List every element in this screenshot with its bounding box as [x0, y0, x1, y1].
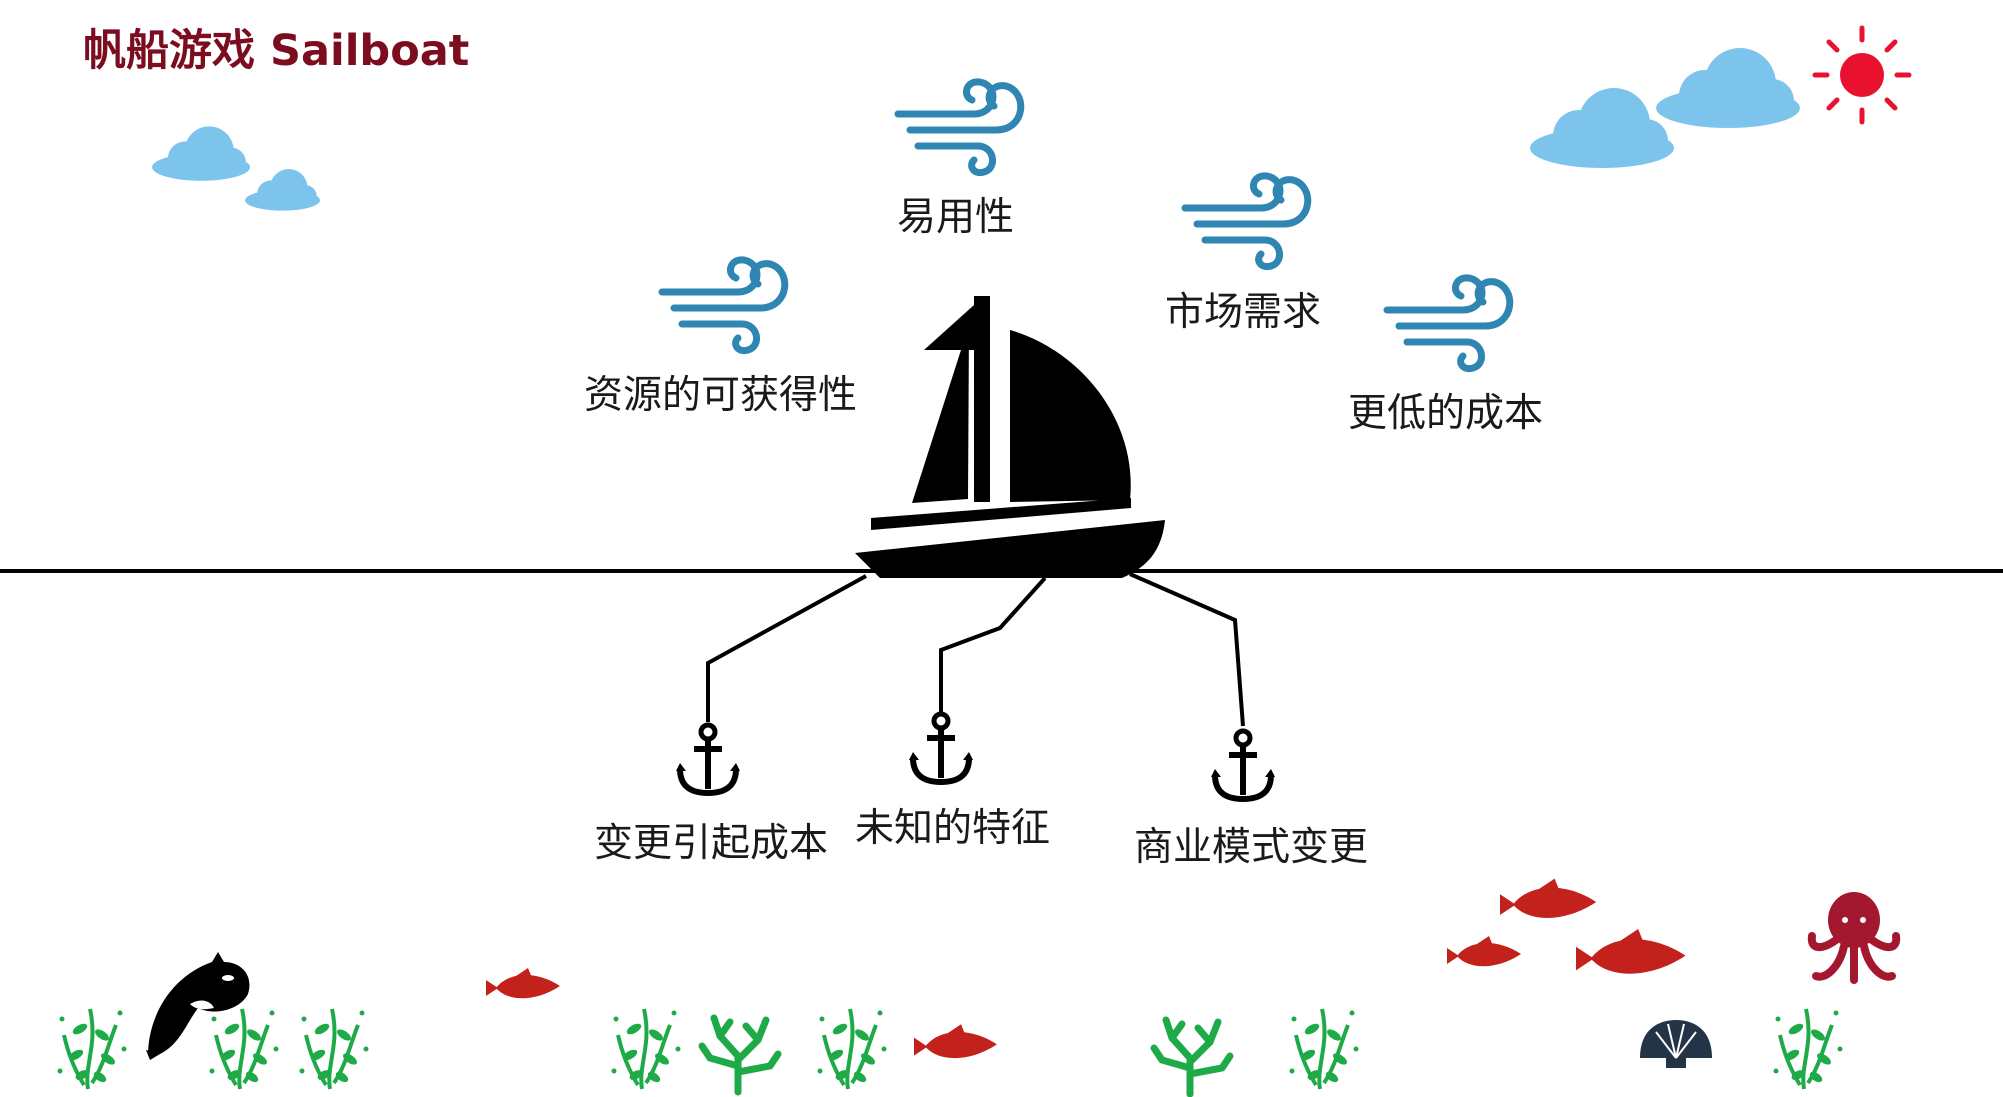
cloud-icon	[1656, 48, 1800, 128]
seaweed-icon	[207, 1007, 281, 1091]
fish-icon	[1500, 878, 1597, 918]
wind-label-market-demand: 市场需求	[1165, 290, 1322, 335]
anchor-rope	[939, 576, 1047, 713]
coral-icon	[1154, 1020, 1230, 1094]
anchor-label-business-model-change: 商业模式变更	[1134, 825, 1369, 870]
orca-icon	[146, 952, 250, 1060]
wind-icon	[662, 260, 785, 351]
wind-icon	[1387, 278, 1510, 369]
seaweed-icon	[609, 1007, 683, 1091]
jib-sail	[912, 325, 969, 503]
anchor-icon	[1211, 731, 1275, 799]
anchor-ropes	[706, 572, 1245, 727]
fish-icon	[486, 968, 560, 999]
wind-label-lower-cost: 更低的成本	[1348, 391, 1544, 436]
wind-icon	[1185, 176, 1308, 267]
wind-label-resource-availability: 资源的可获得性	[584, 373, 858, 418]
anchor-rope	[1129, 572, 1245, 727]
fish-icon	[1576, 928, 1686, 974]
wind-label-usability: 易用性	[897, 195, 1015, 240]
boat-deck	[871, 498, 1131, 530]
octopus-icon	[1807, 892, 1901, 984]
boat-flag	[924, 305, 974, 350]
coral-icon	[702, 1018, 778, 1092]
wind-icon	[898, 82, 1021, 173]
anchor-icon	[909, 714, 973, 782]
sun-icon	[1812, 25, 1912, 125]
cloud-icon	[245, 169, 320, 211]
anchor-label-change-cost: 变更引起成本	[594, 821, 829, 866]
cloud-icon	[1530, 88, 1674, 168]
boat-mast	[974, 296, 990, 502]
anchor-rope	[706, 574, 867, 722]
shell-icon	[1640, 1020, 1712, 1068]
anchor-label-unknown-features: 未知的特征	[855, 806, 1051, 851]
cloud-icon	[152, 126, 250, 181]
boat-hull	[855, 520, 1165, 578]
seaweed-icon	[1287, 1007, 1361, 1091]
seaweed-icon	[815, 1007, 889, 1091]
seaweed-icon	[1771, 1007, 1845, 1091]
fish-icon	[914, 1024, 997, 1059]
page-title: 帆船游戏 Sailboat	[83, 26, 470, 76]
seaweed-icon	[55, 1007, 129, 1091]
seaweed-icon	[297, 1007, 371, 1091]
fish-icon	[1447, 936, 1521, 967]
mainsail	[1010, 330, 1131, 502]
anchor-icon	[676, 725, 740, 793]
sailboat-icon	[855, 296, 1165, 578]
